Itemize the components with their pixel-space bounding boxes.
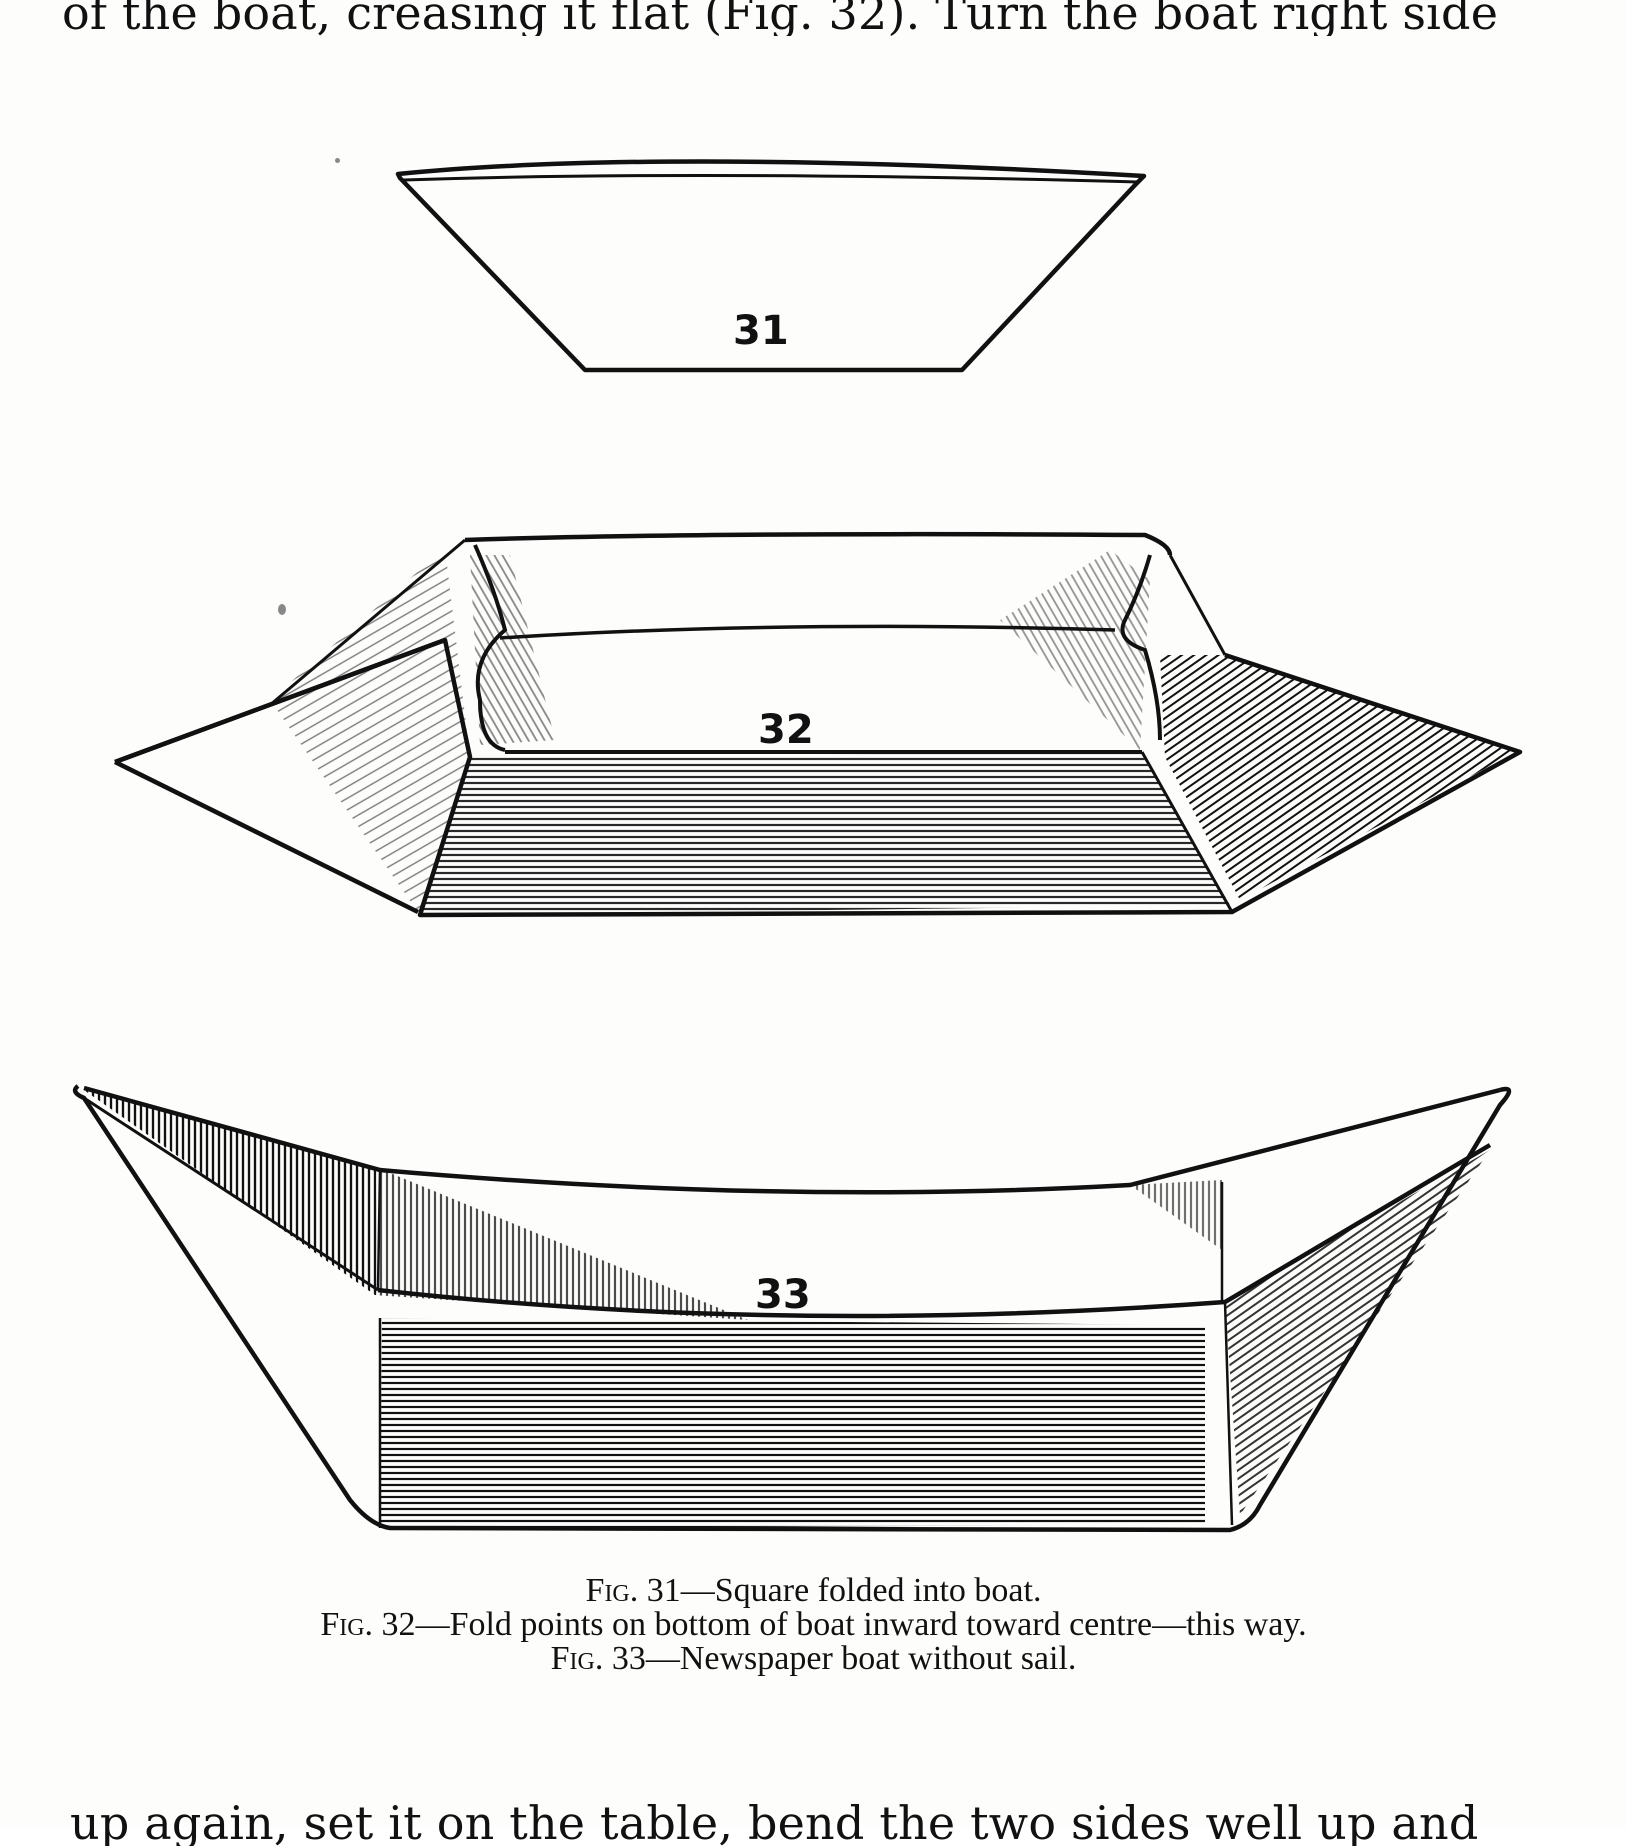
- figure-32-number: 32: [758, 707, 814, 753]
- figure-31-drawing: 31: [398, 161, 1144, 370]
- caption-figure-33: Fig. 33—Newspaper boat without sail.: [0, 1642, 1627, 1676]
- caption-figure-33-text: —Newspaper boat without sail.: [646, 1640, 1077, 1677]
- scan-speck: [335, 158, 340, 163]
- caption-figure-32-label: Fig. 32: [320, 1606, 415, 1643]
- caption-figure-32: Fig. 32—Fold points on bottom of boat in…: [0, 1608, 1627, 1642]
- caption-figure-31-text: —Square folded into boat.: [681, 1572, 1042, 1609]
- figure-33-number: 33: [755, 1272, 811, 1318]
- caption-figure-32-text: —Fold points on bottom of boat inward to…: [416, 1606, 1307, 1643]
- caption-figure-33-label: Fig. 33: [551, 1640, 646, 1677]
- caption-figure-31-label: Fig. 31: [586, 1572, 681, 1609]
- figure-32-drawing: 32: [115, 534, 1520, 915]
- body-text-bottom: up again, set it on the table, bend the …: [0, 1800, 1627, 1846]
- figure-31-number: 31: [733, 308, 789, 354]
- caption-figure-31: Fig. 31—Square folded into boat.: [0, 1574, 1627, 1608]
- figure-33-drawing: 33: [75, 1086, 1509, 1530]
- scan-speck: [278, 604, 286, 615]
